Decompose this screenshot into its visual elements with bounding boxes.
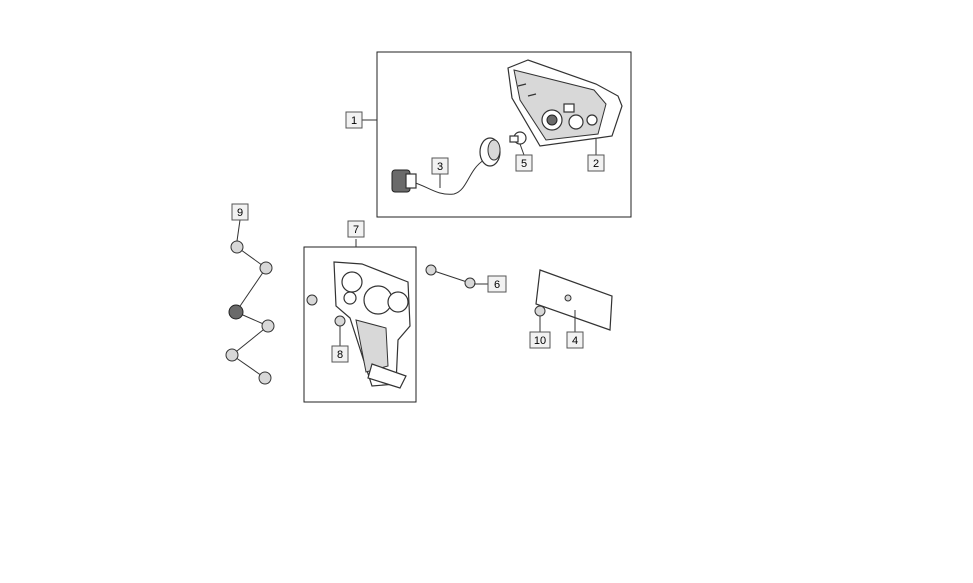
- callout-2-label: 2: [593, 158, 599, 170]
- callout-9[interactable]: 9: [231, 203, 249, 221]
- callout-7-label: 7: [353, 224, 359, 236]
- callout-1-label: 1: [351, 115, 357, 127]
- callout-3-label: 3: [437, 161, 443, 173]
- bracket-assembly-frame: [303, 246, 417, 403]
- callout-4-label: 4: [572, 335, 578, 347]
- callout-5-label: 5: [521, 158, 527, 170]
- nut-set[interactable]: [225, 240, 275, 385]
- callout-2[interactable]: 2: [587, 154, 605, 172]
- screw-pair[interactable]: [425, 264, 476, 289]
- callout-5[interactable]: 5: [515, 154, 533, 172]
- callout-4[interactable]: 4: [566, 331, 584, 349]
- callout-6-label: 6: [494, 279, 500, 291]
- reflector-nut[interactable]: [534, 305, 546, 317]
- mounting-bracket[interactable]: [333, 261, 411, 389]
- reflector-plate[interactable]: [535, 269, 613, 331]
- callout-6[interactable]: 6: [487, 275, 507, 293]
- bulb[interactable]: [509, 131, 527, 145]
- callout-3[interactable]: 3: [431, 157, 449, 175]
- callout-9-label: 9: [237, 207, 243, 219]
- callout-1[interactable]: 1: [345, 111, 363, 129]
- callout-8-label: 8: [337, 349, 343, 361]
- lamp-housing[interactable]: [507, 59, 623, 147]
- bracket-fastener[interactable]: [306, 294, 346, 327]
- callout-8[interactable]: 8: [331, 345, 349, 363]
- wiring-harness[interactable]: [391, 137, 501, 195]
- callout-10-label: 10: [534, 335, 546, 347]
- callout-7[interactable]: 7: [347, 220, 365, 238]
- callout-10[interactable]: 10: [529, 331, 551, 349]
- lamp-assembly-frame: [376, 51, 632, 218]
